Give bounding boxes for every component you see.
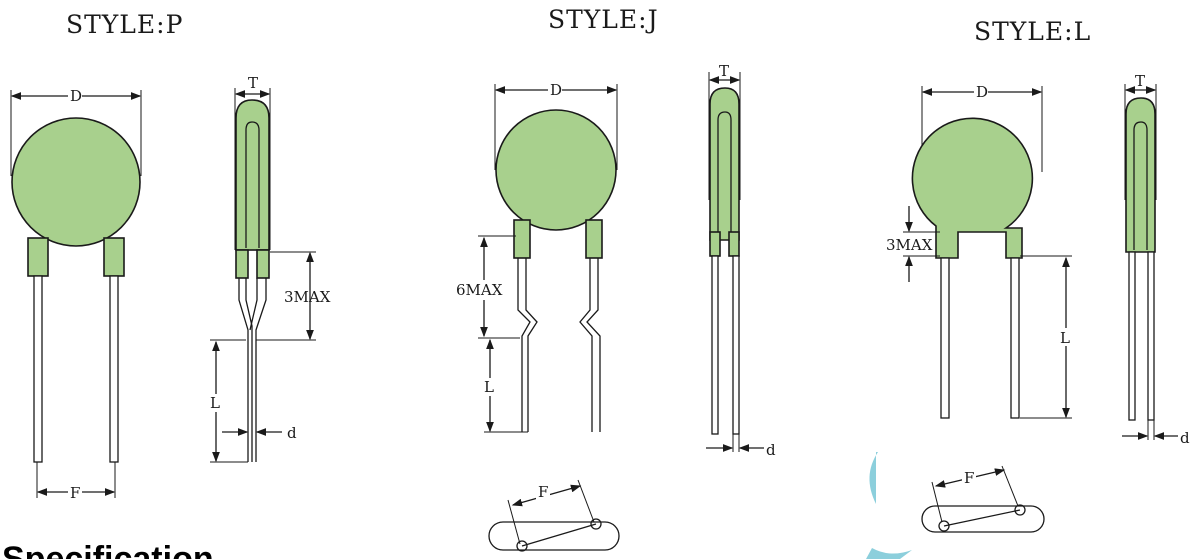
style-j-footprint <box>488 521 620 551</box>
style-l-footprint <box>921 505 1045 533</box>
style-j-left-lead-coat <box>513 219 531 259</box>
style-p-thickness-label: T <box>248 74 258 92</box>
style-j-right-lead <box>579 258 601 432</box>
style-p-front-view: D F <box>10 87 142 502</box>
style-p-wire-label: d <box>287 424 297 442</box>
style-l-front-view: D 3MAX L <box>884 83 1072 419</box>
style-l-thickness-label: T <box>1135 72 1145 90</box>
style-j-group: STYLE:J D 6MAX L T <box>454 5 776 552</box>
style-j-pitch-label: F <box>538 483 548 501</box>
style-l-side-view: T d <box>1122 72 1190 447</box>
style-l-length-label: L <box>1060 329 1070 347</box>
style-j-length-label: L <box>484 378 494 396</box>
style-l-pitch-label: F <box>964 469 974 487</box>
style-p-pitch-label: F <box>70 484 80 502</box>
style-j-right-lead-coat <box>585 219 603 259</box>
style-l-diameter-label: D <box>976 83 988 101</box>
watermark-arc-top <box>869 452 878 504</box>
style-l-bottom-view: F <box>921 465 1045 533</box>
style-p-disc-body <box>11 117 141 247</box>
style-j-bottom-view: F <box>488 479 620 552</box>
style-j-front-view: D 6MAX L <box>454 81 618 433</box>
style-l-left-lead <box>940 257 950 419</box>
style-j-diameter-label: D <box>550 81 562 99</box>
style-j-thickness-label: T <box>719 62 729 80</box>
style-p-right-lead-coat <box>103 237 125 277</box>
style-j-max-label: 6MAX <box>456 281 503 299</box>
style-j-wire-label: d <box>766 441 776 459</box>
style-j-title: STYLE:J <box>548 5 659 34</box>
style-l-group: STYLE:L D 3MAX L T <box>884 17 1190 533</box>
style-l-side-body <box>1125 97 1156 253</box>
style-p-length-label: L <box>210 394 220 412</box>
style-p-group: STYLE:P D F T <box>10 10 331 502</box>
style-p-right-lead <box>109 275 119 463</box>
section-heading: Specification <box>2 540 214 559</box>
style-l-wire-label: d <box>1180 429 1190 447</box>
style-j-side-view: T d <box>706 62 776 459</box>
style-p-side-view: T 3MAX L d <box>208 74 331 463</box>
style-l-title: STYLE:L <box>974 17 1091 46</box>
style-p-diameter-label: D <box>70 87 82 105</box>
style-l-right-lead <box>1010 257 1020 419</box>
style-l-max-label: 3MAX <box>886 236 933 254</box>
style-p-left-lead <box>33 275 43 463</box>
style-j-disc-body <box>495 109 617 231</box>
style-j-side-body <box>709 87 740 241</box>
style-j-left-lead <box>517 258 538 432</box>
watermark-arc-bottom <box>866 548 912 559</box>
style-p-title: STYLE:P <box>66 10 183 39</box>
style-l-disc-body <box>911 117 1034 259</box>
style-p-side-body <box>235 99 270 251</box>
style-p-max-label: 3MAX <box>284 288 331 306</box>
style-p-left-lead-coat <box>27 237 49 277</box>
watermark-logo <box>866 452 912 559</box>
